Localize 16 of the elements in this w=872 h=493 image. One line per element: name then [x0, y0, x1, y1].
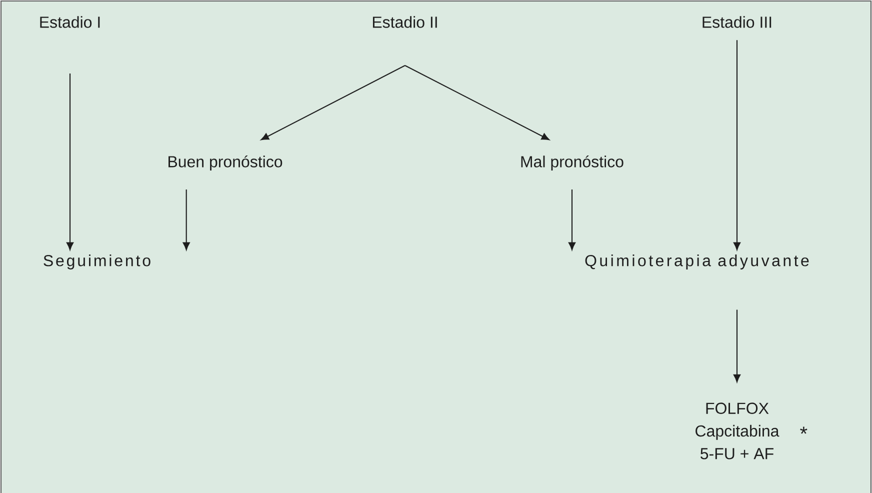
arrow — [260, 65, 406, 140]
step-label: Mal pronóstico — [521, 155, 624, 171]
step-label: Quimioterapia adyuvante — [585, 254, 809, 270]
stage-label: Estadio II — [372, 16, 437, 28]
arrow — [182, 189, 190, 250]
drug-list: FOLFOX Capcitabina 5-FU + AF — [696, 402, 780, 460]
footnote-mark: * — [800, 426, 808, 434]
stage-label: Estadio III — [702, 16, 772, 28]
stage-label: Estadio I — [40, 16, 100, 28]
arrow — [404, 65, 550, 140]
step-label: Seguimiento — [44, 254, 150, 270]
arrow — [733, 40, 741, 250]
step-label: Buen pronóstico — [168, 155, 282, 171]
arrow — [733, 310, 741, 382]
arrow — [568, 189, 576, 250]
arrow — [66, 73, 74, 250]
